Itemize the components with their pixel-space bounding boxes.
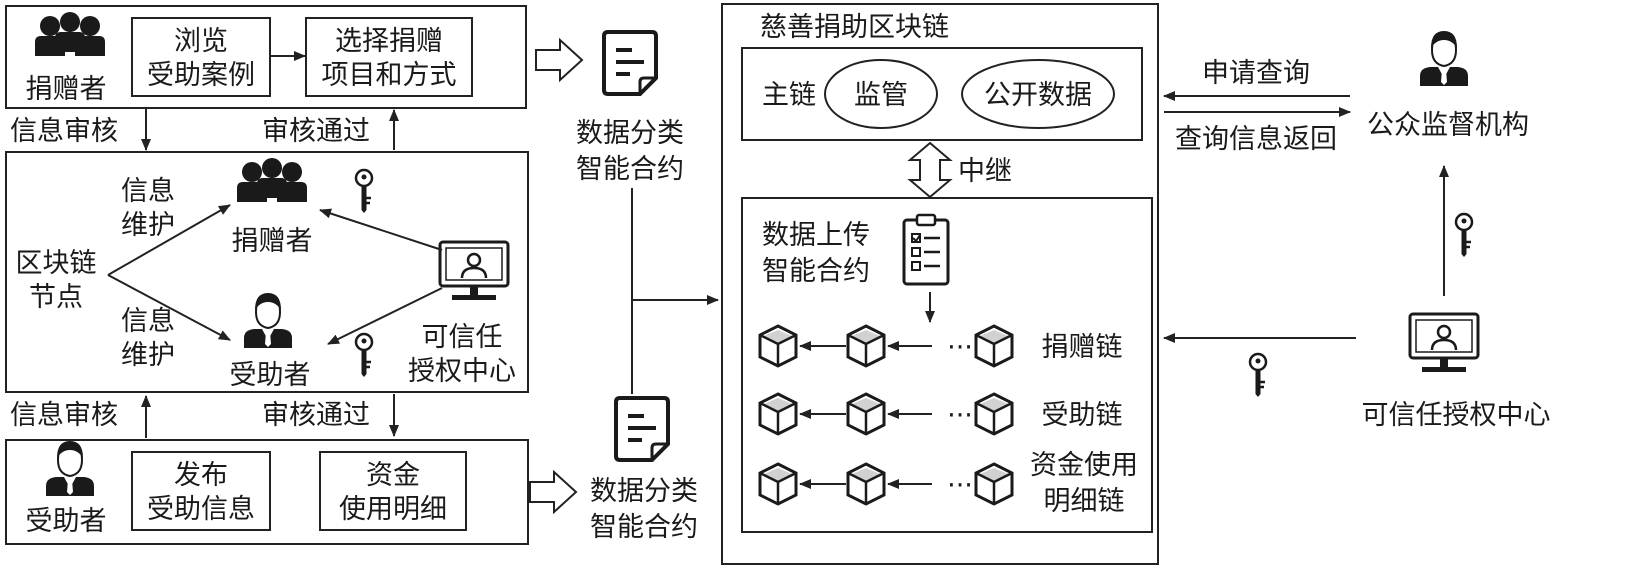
maintain-top-line2: 维护 [121, 210, 175, 241]
donor-to-contract-arrow [535, 37, 584, 83]
browse-line1: 浏览 [174, 26, 228, 57]
contract-top-line1: 数据分类 [576, 118, 684, 149]
funds-chain-row: ··· 资金使用 明细链 [758, 450, 1138, 517]
public-data-label: 公开数据 [984, 80, 1092, 111]
cube-icon [758, 324, 798, 368]
cube-icon [974, 392, 1014, 436]
node-line2: 节点 [29, 282, 83, 313]
browse-line2: 受助案例 [147, 60, 255, 91]
blockchain-title: 慈善捐助区块链 [760, 12, 949, 43]
recipient-to-contract-arrow [529, 469, 578, 515]
node-recipient-label: 受助者 [230, 360, 311, 391]
maintain-top-line1: 信息 [121, 176, 175, 207]
contract-top-line2: 智能合约 [576, 154, 684, 185]
apply-query-label: 申请查询 [1202, 58, 1310, 89]
donor-label: 捐赠者 [26, 74, 107, 105]
ca-to-recipient-arrow [327, 287, 443, 345]
key-icon-supervisor [1454, 212, 1474, 259]
maintain-bottom-line1: 信息 [121, 306, 175, 337]
maintain-recipient-arrow [107, 274, 231, 341]
key-icon-blockchain [1248, 352, 1268, 399]
node-line1: 区块链 [16, 248, 97, 279]
cube-icon [846, 392, 886, 436]
public-data-ellipse [961, 59, 1115, 129]
funds-line1: 资金 [366, 460, 420, 491]
select-line2: 项目和方式 [322, 60, 457, 91]
publish-line1: 发布 [174, 460, 228, 491]
contract-bottom-line1: 数据分类 [590, 476, 698, 507]
ca-line1: 可信任 [422, 322, 503, 353]
chain-dots: ··· [947, 400, 973, 431]
donation-chain-label: 捐赠链 [1042, 332, 1123, 363]
upload-line2: 智能合约 [762, 256, 870, 287]
funds-chain-line1: 资金使用 [1030, 450, 1138, 481]
chain-dots: ··· [947, 470, 973, 501]
select-line1: 选择捐赠 [335, 26, 443, 57]
ca-label: 可信任授权中心 [1362, 400, 1551, 431]
cube-icon [758, 392, 798, 436]
info-review-label-bottom: 信息审核 [10, 400, 118, 431]
approved-label-top: 审核通过 [262, 116, 370, 147]
query-return-label: 查询信息返回 [1175, 124, 1337, 155]
cube-icon [758, 462, 798, 506]
recipient-chain-row: ··· 受助链 [758, 392, 1123, 436]
cube-icon [846, 462, 886, 506]
node-donor-label: 捐赠者 [232, 226, 313, 257]
recipient-chain-label: 受助链 [1042, 400, 1123, 431]
main-chain-label: 主链 [762, 80, 816, 111]
approved-label-bottom: 审核通过 [262, 400, 370, 431]
cube-icon [974, 324, 1014, 368]
cube-icon [974, 462, 1014, 506]
node-donor-icon [237, 158, 307, 202]
ca-monitor-icon [1408, 312, 1480, 374]
maintain-bottom-line2: 维护 [121, 340, 175, 371]
relay-label: 中继 [958, 156, 1012, 187]
browse-cases-box [131, 17, 271, 97]
supervisor-icon [1419, 30, 1469, 87]
recipient-label: 受助者 [26, 506, 107, 537]
chain-dots: ··· [947, 332, 973, 363]
contract-bottom-line2: 智能合约 [590, 512, 698, 543]
funds-detail-box [319, 451, 467, 531]
select-project-box [305, 17, 473, 97]
ca-to-donor-arrow [319, 208, 443, 251]
cube-icon [846, 324, 886, 368]
supervise-ellipse [824, 59, 938, 129]
donation-chain-row: ··· 捐赠链 [758, 324, 1123, 368]
publish-line2: 受助信息 [147, 494, 255, 525]
supervisor-label: 公众监督机构 [1367, 110, 1529, 141]
info-review-label-top: 信息审核 [10, 116, 118, 147]
funds-chain-line2: 明细链 [1044, 486, 1125, 517]
publish-info-box [131, 451, 271, 531]
contract-doc-icon-top [602, 30, 658, 96]
funds-line2: 使用明细 [339, 494, 447, 525]
ca-line2: 授权中心 [408, 356, 516, 387]
supervise-label: 监管 [854, 80, 908, 111]
contract-doc-icon-bottom [614, 396, 670, 462]
donor-group-icon [35, 12, 105, 56]
upload-clipboard-icon [902, 213, 950, 286]
maintain-donor-arrow [107, 204, 231, 276]
upload-line1: 数据上传 [762, 220, 870, 251]
